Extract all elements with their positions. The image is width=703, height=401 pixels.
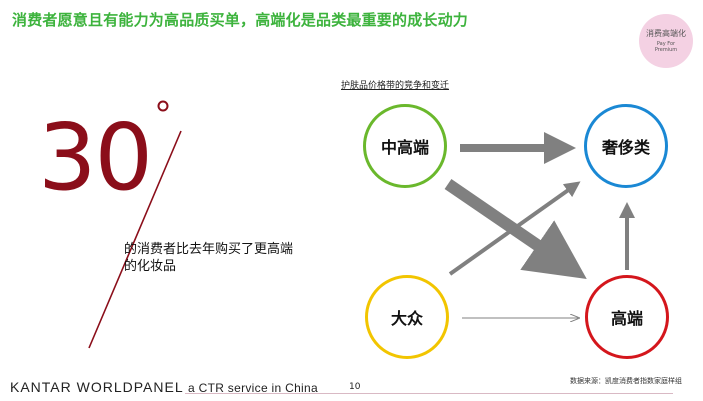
node-luxury: 奢侈类 [584, 104, 668, 188]
arrow-midhigh-to-premium [444, 179, 587, 279]
premium-badge: 消费高端化 Pay For Premium [639, 14, 693, 68]
footer-divider [185, 393, 673, 394]
arrow-mass-to-luxury [448, 181, 581, 276]
data-source: 数据来源：凯度消费者指数家庭样组 [570, 377, 682, 385]
badge-line-3: Premium [654, 47, 678, 53]
node-premium: 高端 [585, 275, 669, 359]
stat-description: 的消费者比去年购买了更高端的化妆品 [124, 242, 294, 274]
node-mass-label: 大众 [390, 309, 423, 328]
badge-line-1: 消费高端化 [646, 29, 686, 38]
badge-line-2: Pay For [656, 41, 676, 47]
page-number: 10 [349, 382, 361, 392]
kantar-logo-text: KANTAR WORLDPANEL [10, 379, 184, 395]
kantar-logo: KANTAR WORLDPANEL a CTR service in China [10, 379, 318, 395]
page-title: 消费者愿意且有能力为高品质买单，高端化是品类最重要的成长动力 [12, 11, 469, 29]
node-mid-high: 中高端 [363, 104, 447, 188]
percent-top-dot [157, 100, 169, 112]
node-mass: 大众 [365, 275, 449, 359]
node-mid-high-label: 中高端 [380, 138, 429, 157]
node-premium-label: 高端 [610, 309, 643, 328]
diagram-title: 护肤品价格带的竞争和变迁 [341, 81, 450, 91]
percent-slash [88, 130, 182, 349]
kantar-logo-subtitle: a CTR service in China [188, 381, 318, 395]
stat-value: 30 [38, 104, 153, 211]
node-luxury-label: 奢侈类 [601, 138, 650, 157]
